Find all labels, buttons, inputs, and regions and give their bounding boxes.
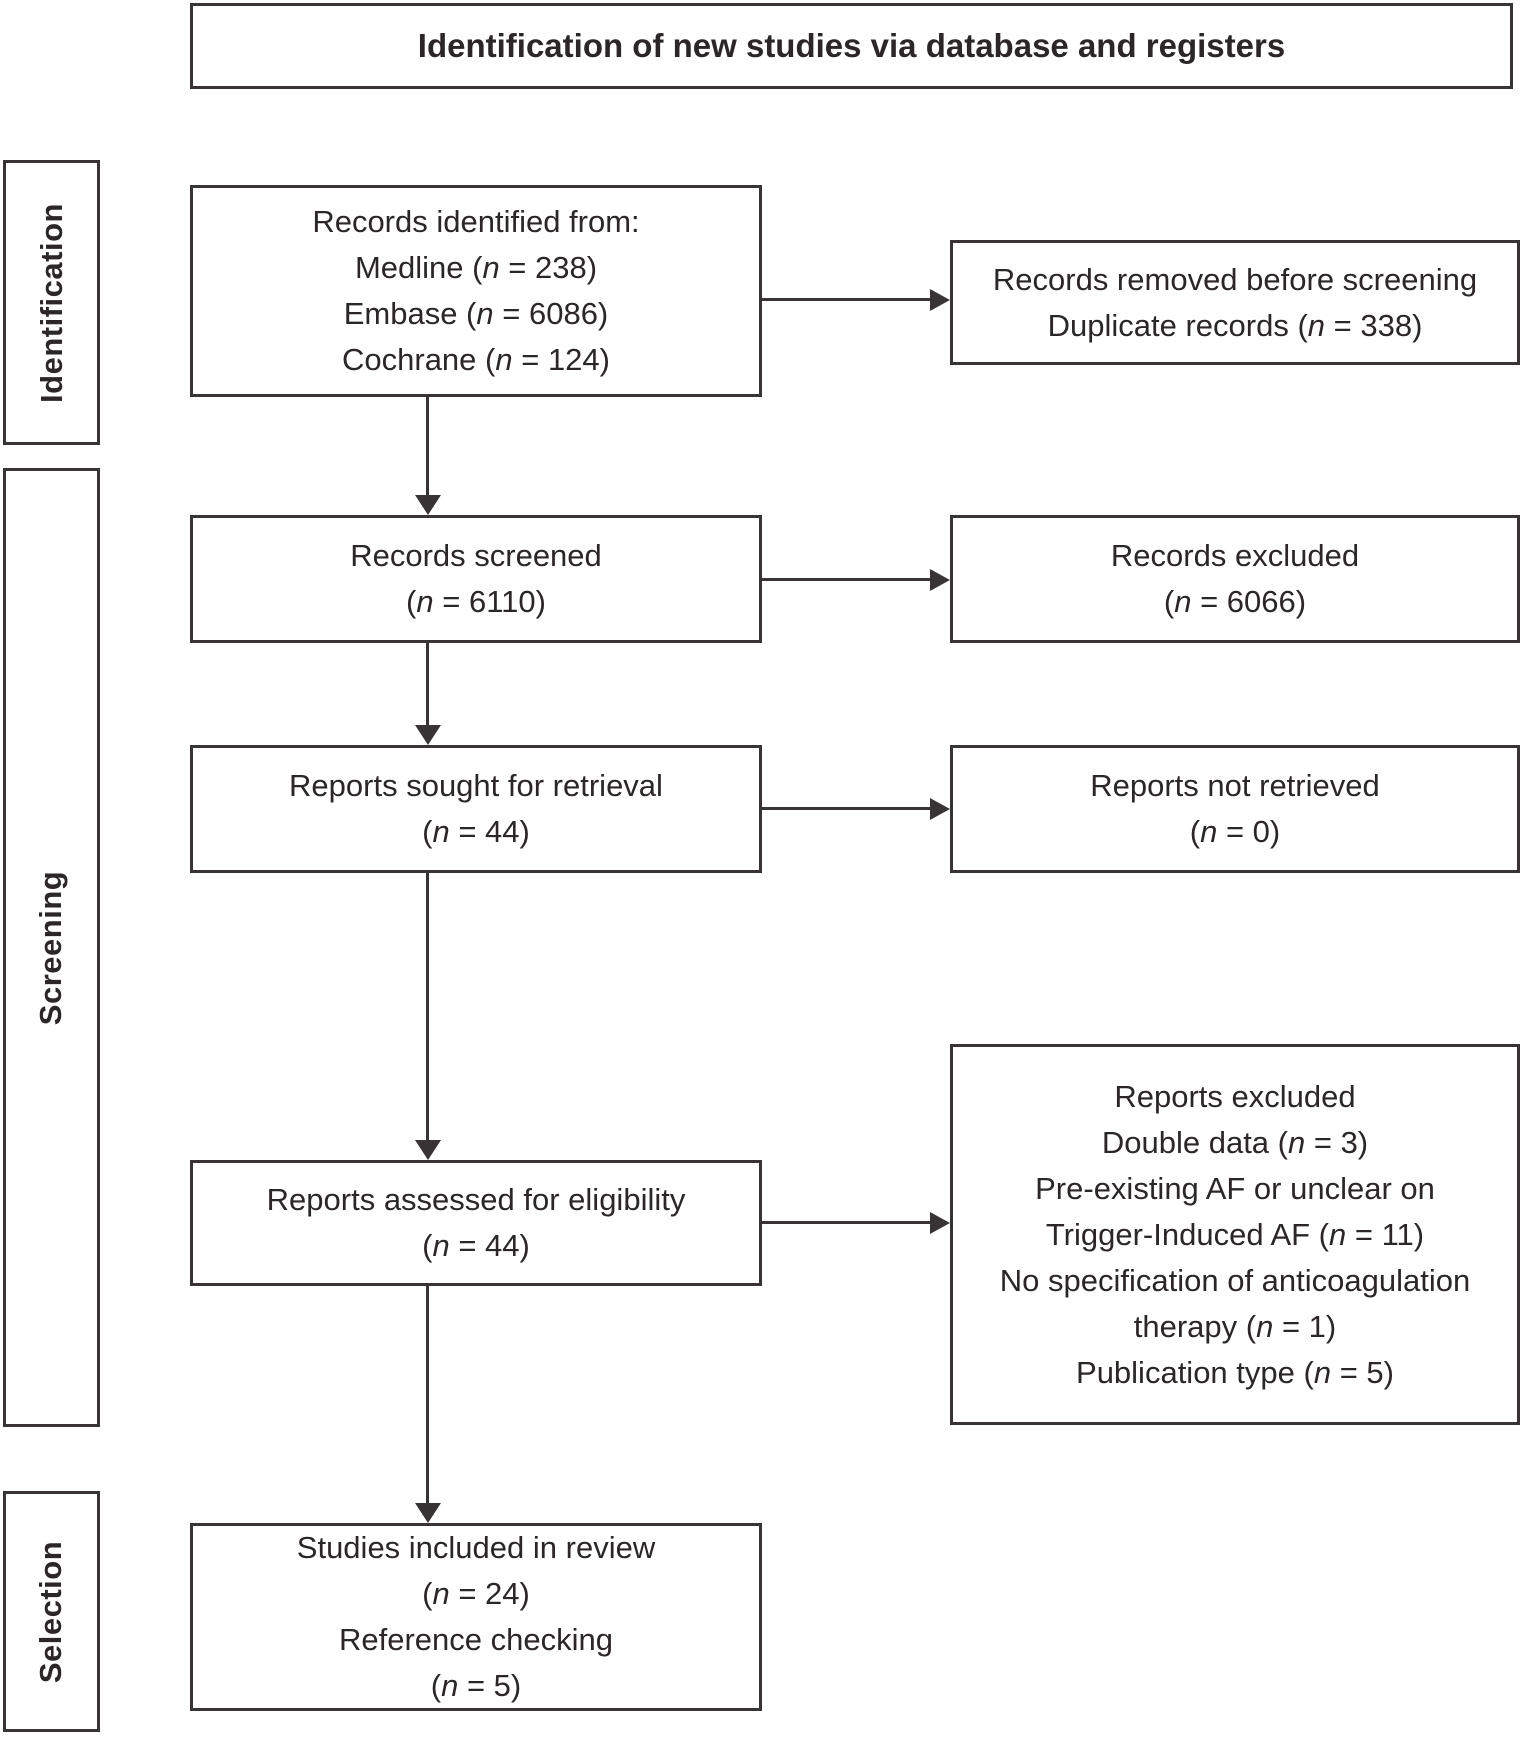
text-line: Records screened — [350, 538, 602, 573]
arrow-assessed-to-reports-excluded-head — [930, 1212, 950, 1234]
box-reports-assessed: Reports assessed for eligibility (n = 44) — [190, 1160, 762, 1286]
arrow-identified-to-screened-head — [415, 495, 441, 515]
arrow-identified-to-removed-line — [762, 298, 930, 301]
text-line: (n = 24) — [422, 1576, 530, 1611]
arrow-sought-to-not-retrieved-head — [930, 798, 950, 820]
arrow-assessed-to-included-line — [426, 1286, 429, 1503]
diagram-title: Identification of new studies via databa… — [190, 3, 1513, 89]
text-line: Reports assessed for eligibility — [266, 1182, 686, 1217]
text-line: Cochrane (n = 124) — [342, 342, 610, 377]
text-line: Reference checking — [339, 1622, 613, 1657]
text-line: (n = 6110) — [406, 584, 546, 619]
arrow-screened-to-excluded-line — [762, 578, 930, 581]
arrow-screened-to-excluded-head — [930, 569, 950, 591]
text-line: Studies included in review — [296, 1530, 656, 1565]
box-reports-sought: Reports sought for retrieval (n = 44) — [190, 745, 762, 873]
text-line: No specification of anticoagulation — [999, 1262, 1471, 1298]
arrow-assessed-to-included-head — [415, 1503, 441, 1523]
arrow-sought-to-assessed-line — [426, 873, 429, 1140]
text-line: Records excluded — [1110, 538, 1360, 573]
text-line: (n = 44) — [422, 814, 530, 849]
stage-label-screening-text: Screening — [33, 870, 69, 1025]
text-line: (n = 5) — [430, 1668, 522, 1703]
arrow-assessed-to-reports-excluded-line — [762, 1221, 930, 1224]
stage-label-selection-text: Selection — [33, 1540, 69, 1683]
box-records-identified: Records identified from: Medline (n = 238… — [190, 185, 762, 397]
stage-label-screening: Screening — [3, 468, 100, 1427]
text-line: Records removed before screening — [992, 261, 1478, 297]
text-line: Records identified from: — [312, 204, 640, 239]
stage-label-identification: Identification — [3, 160, 100, 445]
text-line: Reports sought for retrieval — [289, 768, 663, 803]
box-records-excluded: Records excluded (n = 6066) — [950, 515, 1520, 643]
text-line: Duplicate records (n = 338) — [1047, 307, 1423, 343]
text-line: Trigger-Induced AF (n = 11) — [1045, 1216, 1425, 1252]
arrow-screened-to-sought-head — [415, 725, 441, 745]
text-line: (n = 44) — [422, 1228, 530, 1263]
text-line: (n = 0) — [1189, 814, 1281, 849]
text-line: therapy (n = 1) — [1133, 1308, 1337, 1344]
text-line: Embase (n = 6086) — [343, 296, 609, 331]
arrow-sought-to-not-retrieved-line — [762, 807, 930, 810]
text-line: Reports excluded — [1114, 1078, 1356, 1114]
box-records-screened: Records screened (n = 6110) — [190, 515, 762, 643]
arrow-screened-to-sought-line — [426, 643, 429, 725]
arrow-identified-to-screened-line — [426, 397, 429, 495]
box-reports-not-retrieved: Reports not retrieved (n = 0) — [950, 745, 1520, 873]
stage-label-identification-text: Identification — [33, 202, 69, 403]
text-line: Double data (n = 3) — [1101, 1124, 1369, 1160]
text-line: Pre-existing AF or unclear on — [1035, 1170, 1435, 1206]
arrow-identified-to-removed-head — [930, 289, 950, 311]
text-line: Publication type (n = 5) — [1076, 1354, 1394, 1390]
box-studies-included: Studies included in review (n = 24) Refere… — [190, 1523, 762, 1711]
text-line: Reports not retrieved — [1090, 768, 1380, 803]
text-line: (n = 6066) — [1163, 584, 1307, 619]
arrow-sought-to-assessed-head — [415, 1140, 441, 1160]
text-line: Medline (n = 238) — [354, 250, 598, 285]
stage-label-selection: Selection — [3, 1491, 100, 1732]
